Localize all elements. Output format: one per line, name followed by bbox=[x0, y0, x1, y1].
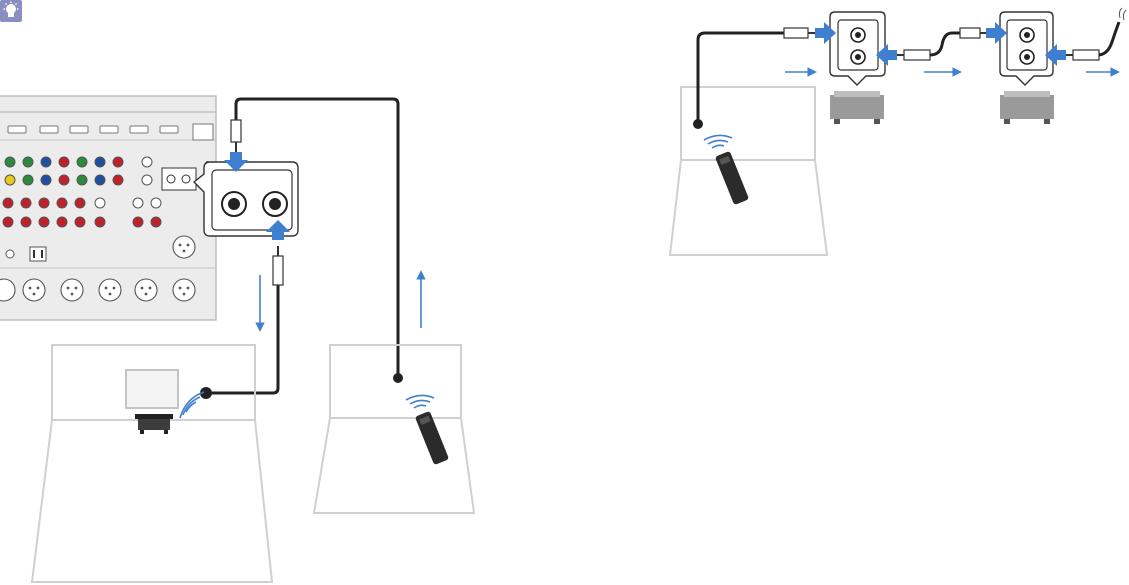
remote-out-cable bbox=[231, 99, 403, 383]
ir-signal-icon bbox=[180, 392, 204, 418]
rear-panel bbox=[0, 96, 216, 320]
room-right bbox=[314, 345, 474, 513]
external-device bbox=[830, 12, 885, 124]
room-main bbox=[670, 87, 827, 255]
ir-signal-icon bbox=[704, 135, 732, 148]
small-jack bbox=[6, 250, 14, 258]
external-device bbox=[1000, 12, 1054, 124]
ir-receiver-device bbox=[135, 414, 173, 434]
outgoing-cable bbox=[1066, 8, 1126, 60]
network-port bbox=[193, 124, 213, 140]
ir-signal-icon bbox=[406, 395, 434, 408]
lightbulb-icon bbox=[0, 0, 22, 22]
trigger-terminal bbox=[30, 247, 46, 261]
daisy-chain-cable bbox=[897, 28, 986, 60]
remote-out-cable bbox=[693, 28, 815, 129]
tv bbox=[126, 370, 178, 408]
remote-control bbox=[415, 411, 449, 465]
